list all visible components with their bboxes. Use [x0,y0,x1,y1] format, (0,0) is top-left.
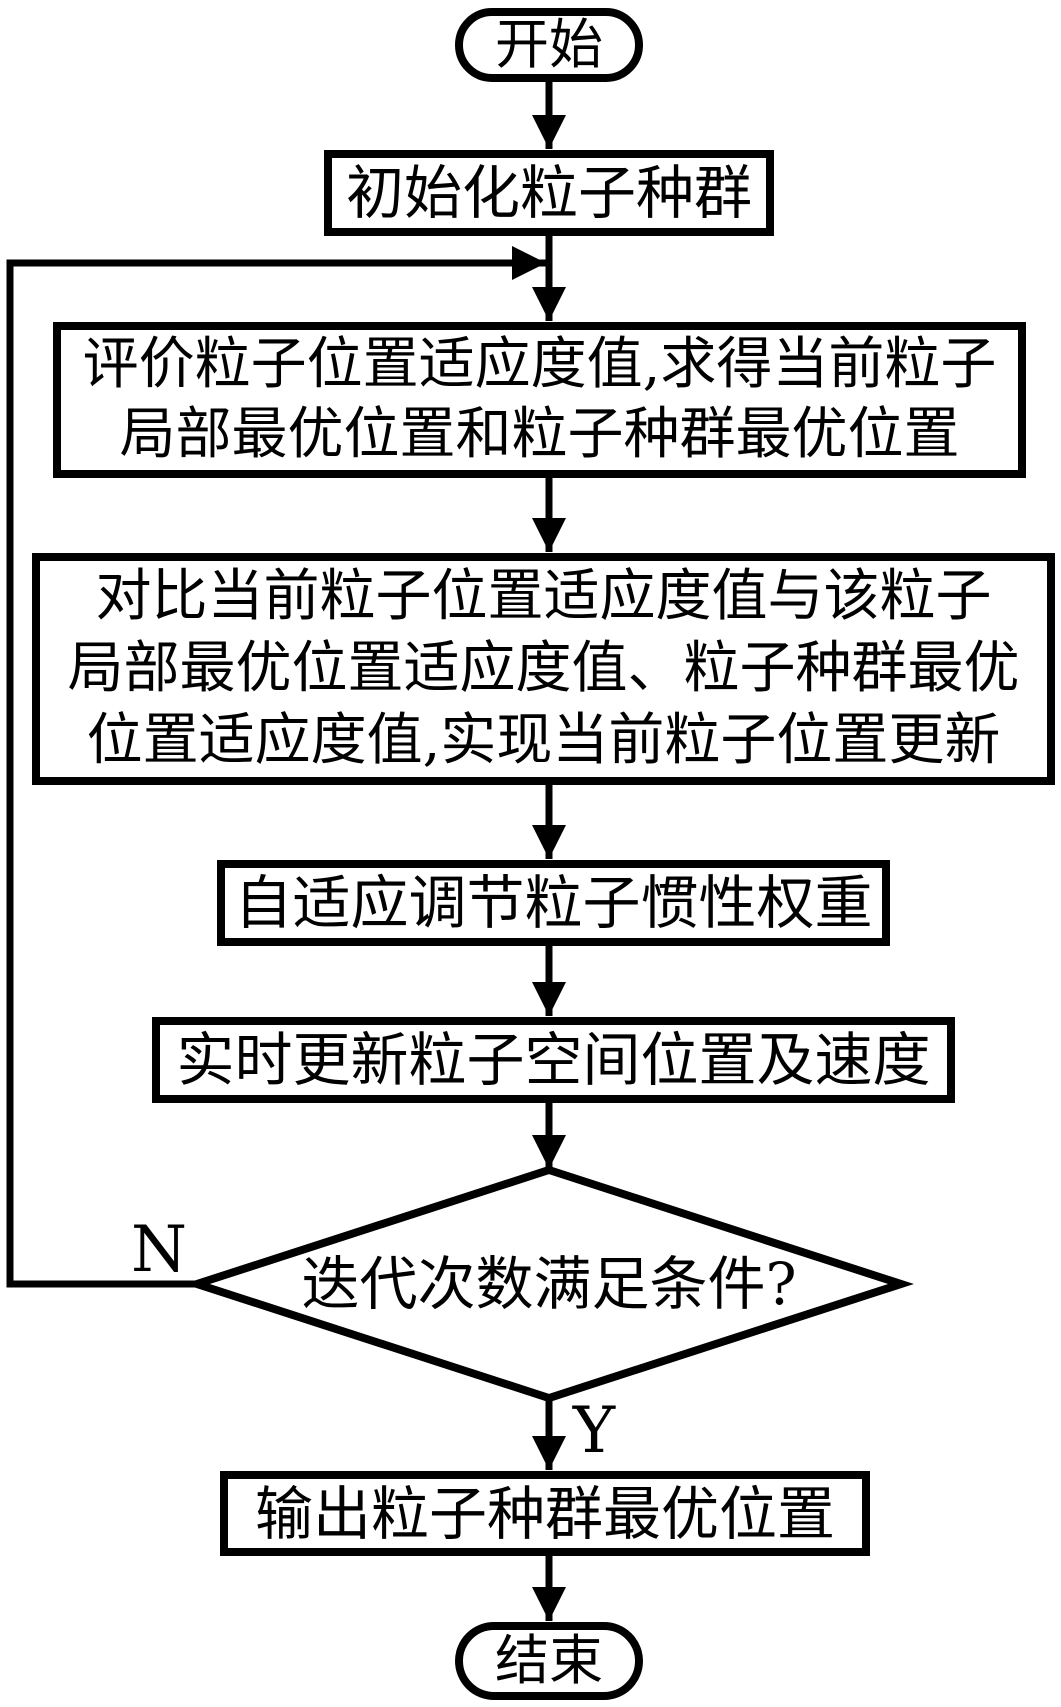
node-adjust-inertia-label: 自适应调节粒子惯性权重 [234,869,873,937]
branch-label-yes-text: Y [572,1394,616,1468]
node-compare-update-line3: 位置适应度值,实现当前粒子位置更新 [86,708,1001,773]
branch-label-no-text: N [131,1213,187,1287]
node-end-label: 结束 [495,1629,603,1692]
node-start-label: 开始 [495,13,603,76]
node-compare-update-line1: 对比当前粒子位置适应度值与该粒子 [95,564,992,629]
node-output-best: 输出粒子种群最优位置 [220,1471,870,1556]
node-compare-update-line2: 局部最优位置适应度值、粒子种群最优 [67,636,1020,701]
node-evaluate-fitness: 评价粒子位置适应度值,求得当前粒子 局部最优位置和粒子种群最优位置 [53,322,1026,478]
node-init-population-label: 初始化粒子种群 [345,159,752,227]
node-compare-update: 对比当前粒子位置适应度值与该粒子 局部最优位置适应度值、粒子种群最优 位置适应度… [32,553,1055,785]
decision-question-text: 迭代次数满足条件? [301,1250,797,1318]
node-decision-label: 迭代次数满足条件? [199,1170,899,1398]
node-evaluate-fitness-line2: 局部最优位置和粒子种群最优位置 [119,402,960,467]
node-evaluate-fitness-line1: 评价粒子位置适应度值,求得当前粒子 [82,332,997,397]
decision-diamond-shape [184,1165,914,1403]
node-update-position-velocity: 实时更新粒子空间位置及速度 [152,1017,955,1103]
node-start: 开始 [455,8,643,82]
branch-label-yes: Y [562,1394,626,1468]
node-init-population: 初始化粒子种群 [324,150,774,236]
branch-label-no: N [118,1218,200,1282]
node-adjust-inertia: 自适应调节粒子惯性权重 [217,860,890,946]
edge-decision-no-loop [6,246,546,1288]
node-output-best-label: 输出粒子种群最优位置 [254,1479,835,1548]
node-update-position-velocity-label: 实时更新粒子空间位置及速度 [176,1026,931,1094]
node-end: 结束 [455,1622,643,1700]
